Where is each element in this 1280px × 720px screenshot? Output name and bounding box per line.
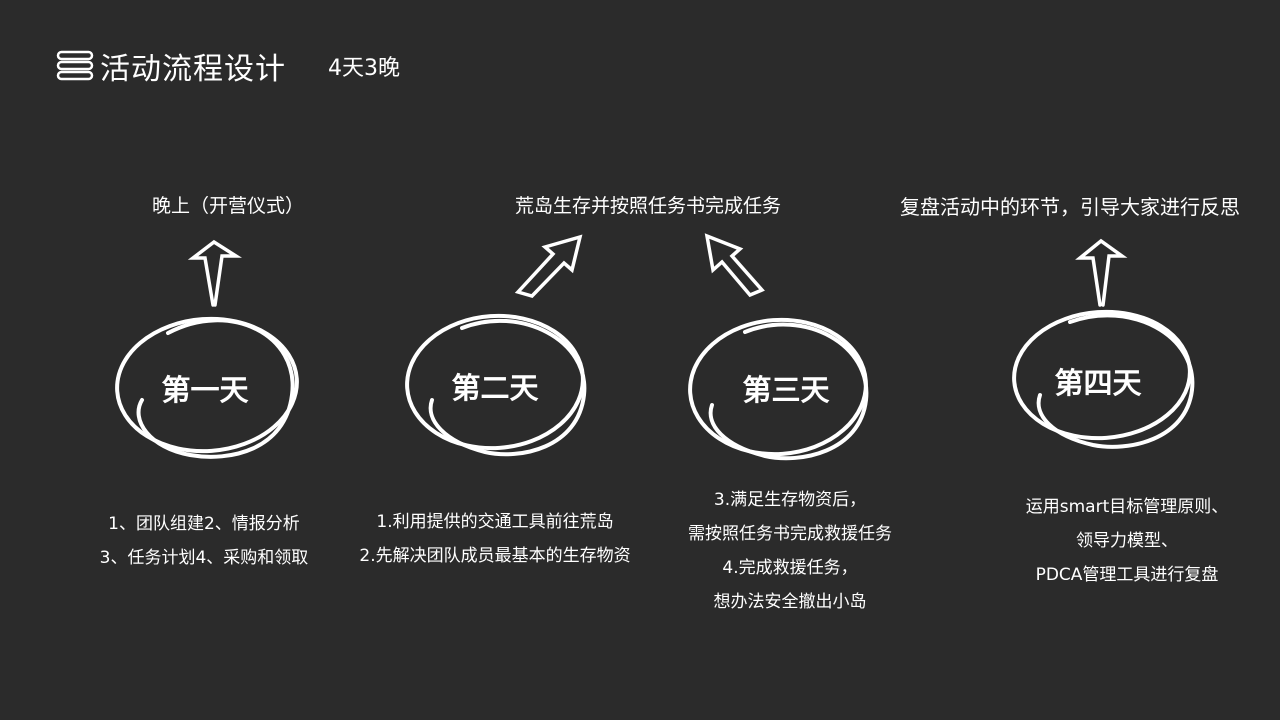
day4-top-note: 复盘活动中的环节，引导大家进行反思 [900, 195, 1240, 219]
detail-line: 3.满足生存物资后， [713, 490, 867, 510]
day1-details: 1、团队组建2、情报分析 3、任务计划4、采购和领取 [100, 507, 309, 575]
day4-label: 第四天 [1054, 366, 1142, 400]
arrow-up-day1 [187, 239, 243, 307]
circle-day4 [1012, 309, 1195, 449]
day3-label: 第三天 [742, 373, 830, 407]
page-title: 活动流程设计 [100, 52, 286, 87]
circle-day1 [115, 316, 299, 459]
detail-line: PDCA管理工具进行复盘 [1035, 565, 1219, 585]
page-subtitle: 4天3晚 [328, 56, 400, 81]
detail-line: 1.利用提供的交通工具前往荒岛 [376, 512, 614, 532]
day3-details: 3.满足生存物资后， 需按照任务书完成救援任务 4.完成救援任务， 想办法安全撤… [688, 483, 892, 619]
detail-line: 2.先解决团队成员最基本的生存物资 [359, 546, 631, 566]
day1-label: 第一天 [161, 373, 249, 407]
day1-top-note: 晚上（开营仪式） [151, 195, 305, 217]
arrow-up-day4 [1075, 238, 1128, 307]
detail-line: 想办法安全撤出小岛 [713, 592, 867, 612]
circle-day2 [405, 313, 587, 457]
detail-line: 需按照任务书完成救援任务 [688, 524, 892, 544]
day2-details: 1.利用提供的交通工具前往荒岛 2.先解决团队成员最基本的生存物资 [359, 505, 630, 573]
detail-line: 领导力模型、 [1076, 531, 1178, 551]
day2-label: 第二天 [451, 371, 539, 405]
detail-line: 4.完成救援任务， [722, 558, 858, 578]
day4-details: 运用smart目标管理原则、 领导力模型、 PDCA管理工具进行复盘 [1026, 490, 1229, 592]
detail-line: 3、任务计划4、采购和领取 [99, 548, 309, 568]
circle-day3 [688, 317, 869, 461]
arrow-up-left-day3 [704, 233, 765, 298]
detail-line: 1、团队组建2、情报分析 [108, 514, 300, 534]
arrow-up-right-day2 [514, 234, 583, 298]
day2-3-shared-note: 荒岛生存并按照任务书完成任务 [514, 195, 782, 217]
detail-line: 运用smart目标管理原则、 [1025, 497, 1229, 517]
stack-icon [56, 50, 94, 81]
